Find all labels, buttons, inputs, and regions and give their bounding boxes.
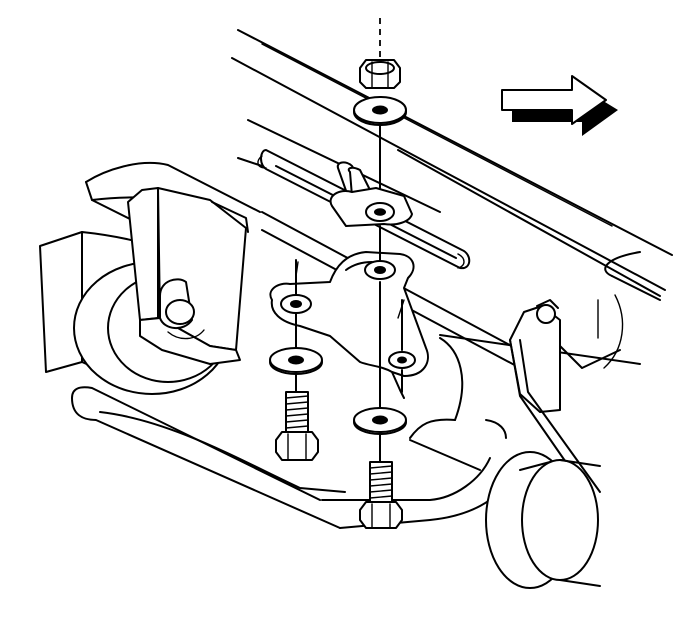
assembly-centerlines bbox=[295, 18, 405, 463]
shaft-bracket-upper bbox=[329, 187, 413, 227]
leaf-spring-hanger bbox=[39, 187, 249, 395]
frame-rail bbox=[231, 29, 673, 369]
shaft-bracket-lower bbox=[269, 251, 429, 399]
right-washer bbox=[353, 407, 407, 435]
left-washer bbox=[269, 347, 323, 375]
right-bolt bbox=[359, 461, 403, 529]
top-nut bbox=[359, 59, 401, 89]
direction-arrow-right-icon bbox=[501, 75, 618, 136]
top-washer bbox=[353, 96, 407, 126]
left-bolt bbox=[275, 391, 319, 461]
rear-spring-hanger bbox=[485, 299, 621, 589]
